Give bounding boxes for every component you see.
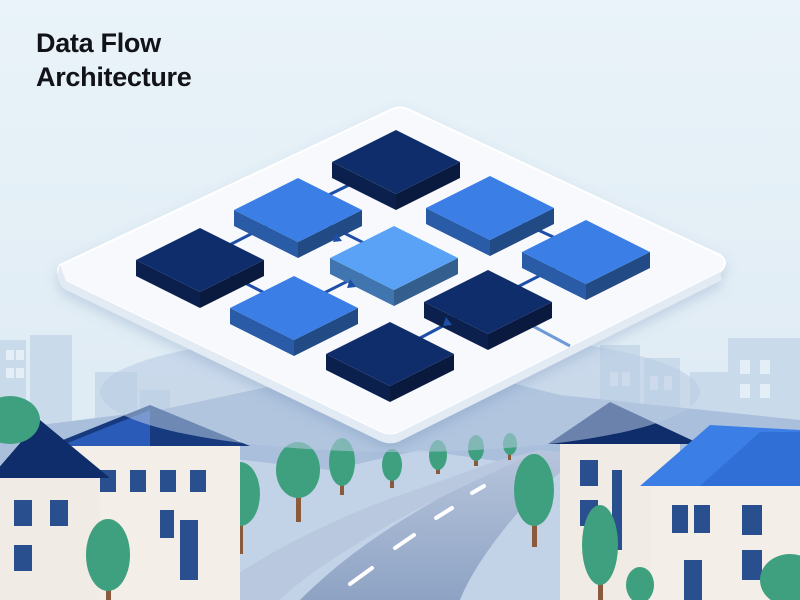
arrow-head-icon (333, 233, 342, 242)
block-top (136, 228, 264, 292)
block-side-right (586, 252, 650, 300)
block-side-left (424, 302, 488, 350)
block-node-n4 (136, 228, 264, 308)
block-node-n6 (522, 220, 650, 300)
block-side-left (230, 308, 294, 356)
block-node-n3 (426, 176, 554, 256)
block-node-n1 (332, 130, 460, 210)
block-side-left (330, 258, 394, 306)
title-line-1: Data Flow (36, 28, 161, 58)
block-node-n8 (424, 270, 552, 350)
block-side-right (200, 260, 264, 308)
block-top (426, 176, 554, 240)
block-top (424, 270, 552, 334)
block-top (332, 130, 460, 194)
block-side-right (490, 208, 554, 256)
tree-right-front (582, 505, 800, 600)
block-side-right (394, 258, 458, 306)
road-markings (348, 484, 486, 586)
block-side-right (396, 162, 460, 210)
block-side-left (426, 208, 490, 256)
block-side-left (326, 354, 390, 402)
block-top (234, 178, 362, 242)
block-side-right (390, 354, 454, 402)
tree-left-front (0, 396, 130, 600)
block-side-right (298, 210, 362, 258)
block-node-n7 (230, 276, 358, 356)
title-line-2: Architecture (36, 62, 192, 92)
block-side-right (294, 308, 358, 356)
block-node-n5 (330, 226, 458, 306)
block-top (230, 276, 358, 340)
block-side-left (234, 210, 298, 258)
block-side-right (488, 302, 552, 350)
page-title: Data Flow Architecture (36, 26, 192, 94)
arrow-head-icon (443, 317, 452, 326)
block-side-left (136, 260, 200, 308)
block-top (330, 226, 458, 290)
block-node-n2 (234, 178, 362, 258)
arrow-head-icon (347, 279, 356, 288)
road-side (200, 450, 540, 600)
block-top (326, 322, 454, 386)
road (300, 450, 585, 600)
block-side-left (522, 252, 586, 300)
node-layer (136, 130, 650, 402)
block-node-n9 (326, 322, 454, 402)
block-top (522, 220, 650, 284)
block-side-left (332, 162, 396, 210)
